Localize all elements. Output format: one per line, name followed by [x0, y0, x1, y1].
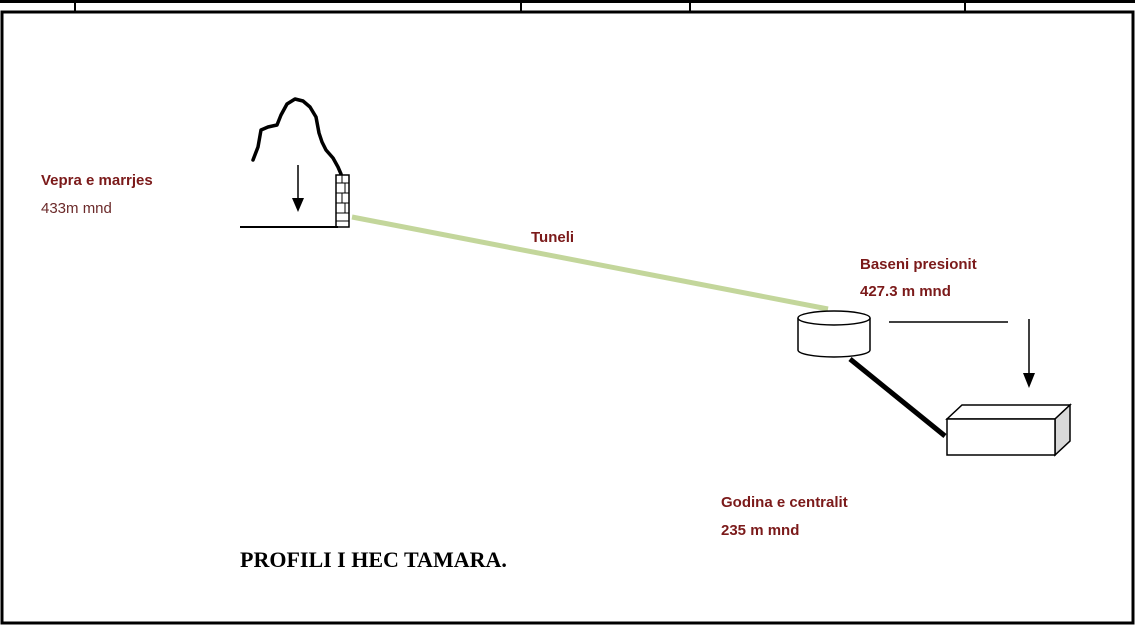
tunnel-line	[351, 214, 829, 312]
powerhouse-name: Godina e centralit	[721, 494, 848, 511]
diagram-border	[0, 10, 1135, 625]
powerhouse-shape	[945, 403, 1072, 457]
intake-name: Vepra e marrjes	[41, 172, 153, 189]
pressure-basin-elevation: 427.3 m mnd	[860, 283, 951, 300]
intake-wall	[335, 174, 350, 228]
penstock-line	[848, 357, 947, 438]
tunnel-label: Tuneli	[531, 229, 575, 246]
intake-arrow	[292, 165, 304, 212]
powerhouse-elevation: 235 m mnd	[721, 522, 800, 539]
powerhouse-arrow	[1023, 319, 1035, 388]
mountain-outline	[251, 97, 343, 176]
diagram-title: PROFILI I HEC TAMARA.	[240, 547, 507, 572]
pressure-basin-name: Baseni presionit	[860, 256, 977, 273]
intake-elevation: 433m mnd	[41, 200, 112, 217]
pressure-basin-shape	[797, 310, 871, 358]
